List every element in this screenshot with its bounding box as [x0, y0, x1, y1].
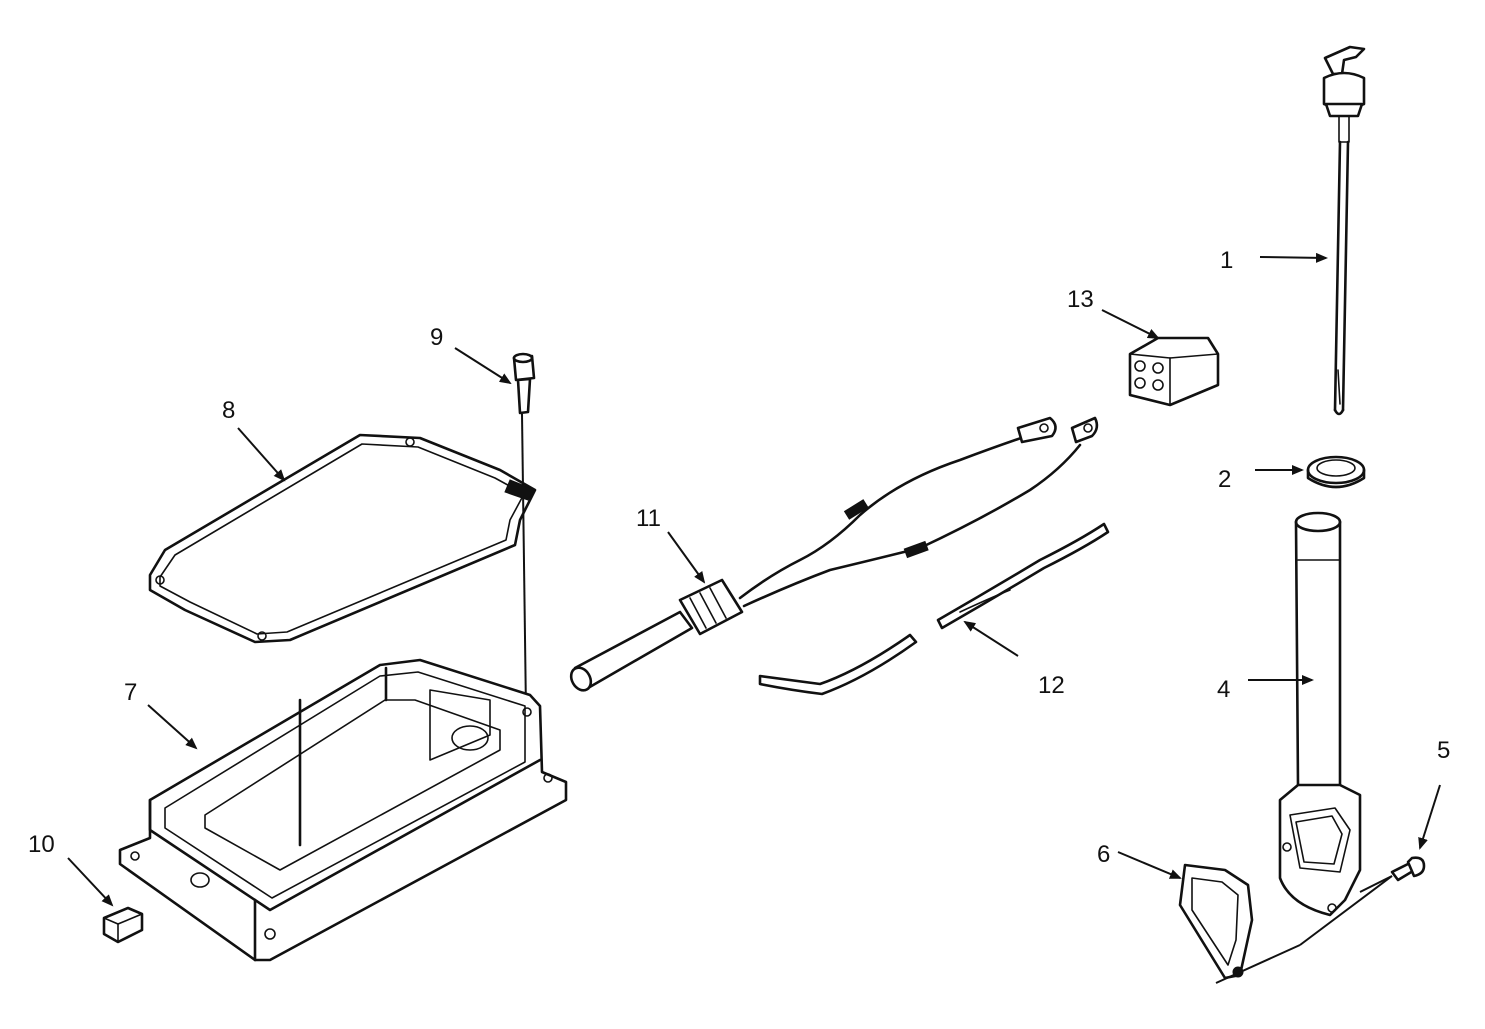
leader-arrow-5 [1418, 784, 1441, 850]
callout-2: 2 [1218, 466, 1231, 493]
callout-13: 13 [1067, 286, 1094, 313]
callout-12: 12 [1038, 672, 1065, 699]
gasket-plate [1178, 863, 1393, 984]
leader-arrow-1 [1259, 252, 1328, 263]
screw [1359, 856, 1426, 893]
bolt [512, 352, 536, 713]
drain-plug [102, 906, 144, 944]
callout-10: 10 [28, 831, 55, 858]
callout-8: 8 [222, 397, 235, 424]
connector-block [1128, 336, 1220, 407]
callout-7: 7 [124, 679, 137, 706]
dipstick-tube [1278, 511, 1362, 917]
callout-9: 9 [430, 324, 443, 351]
housing-box [118, 658, 568, 962]
callout-4: 4 [1217, 676, 1230, 703]
sleeving [758, 522, 1110, 696]
leader-arrow-12 [963, 620, 1019, 657]
cover-gasket [148, 433, 537, 644]
wiring-harness [569, 416, 1099, 692]
callout-11: 11 [636, 505, 661, 532]
leader-arrow-8 [237, 427, 286, 482]
callout-5: 5 [1437, 737, 1450, 764]
leader-arrow-7 [147, 704, 198, 750]
leader-arrows [67, 252, 1441, 907]
callout-labels: 1 2 4 5 6 7 8 9 10 11 12 13 [28, 247, 1450, 868]
leader-arrow-6 [1117, 851, 1182, 879]
callout-1: 1 [1220, 247, 1233, 274]
seal-ring [1306, 455, 1366, 489]
dipstick [1322, 45, 1366, 416]
leader-arrow-9 [454, 347, 512, 385]
callout-6: 6 [1097, 841, 1110, 868]
leader-arrow-13 [1101, 309, 1160, 339]
leader-arrow-10 [67, 857, 114, 907]
leader-arrow-11 [667, 531, 706, 584]
